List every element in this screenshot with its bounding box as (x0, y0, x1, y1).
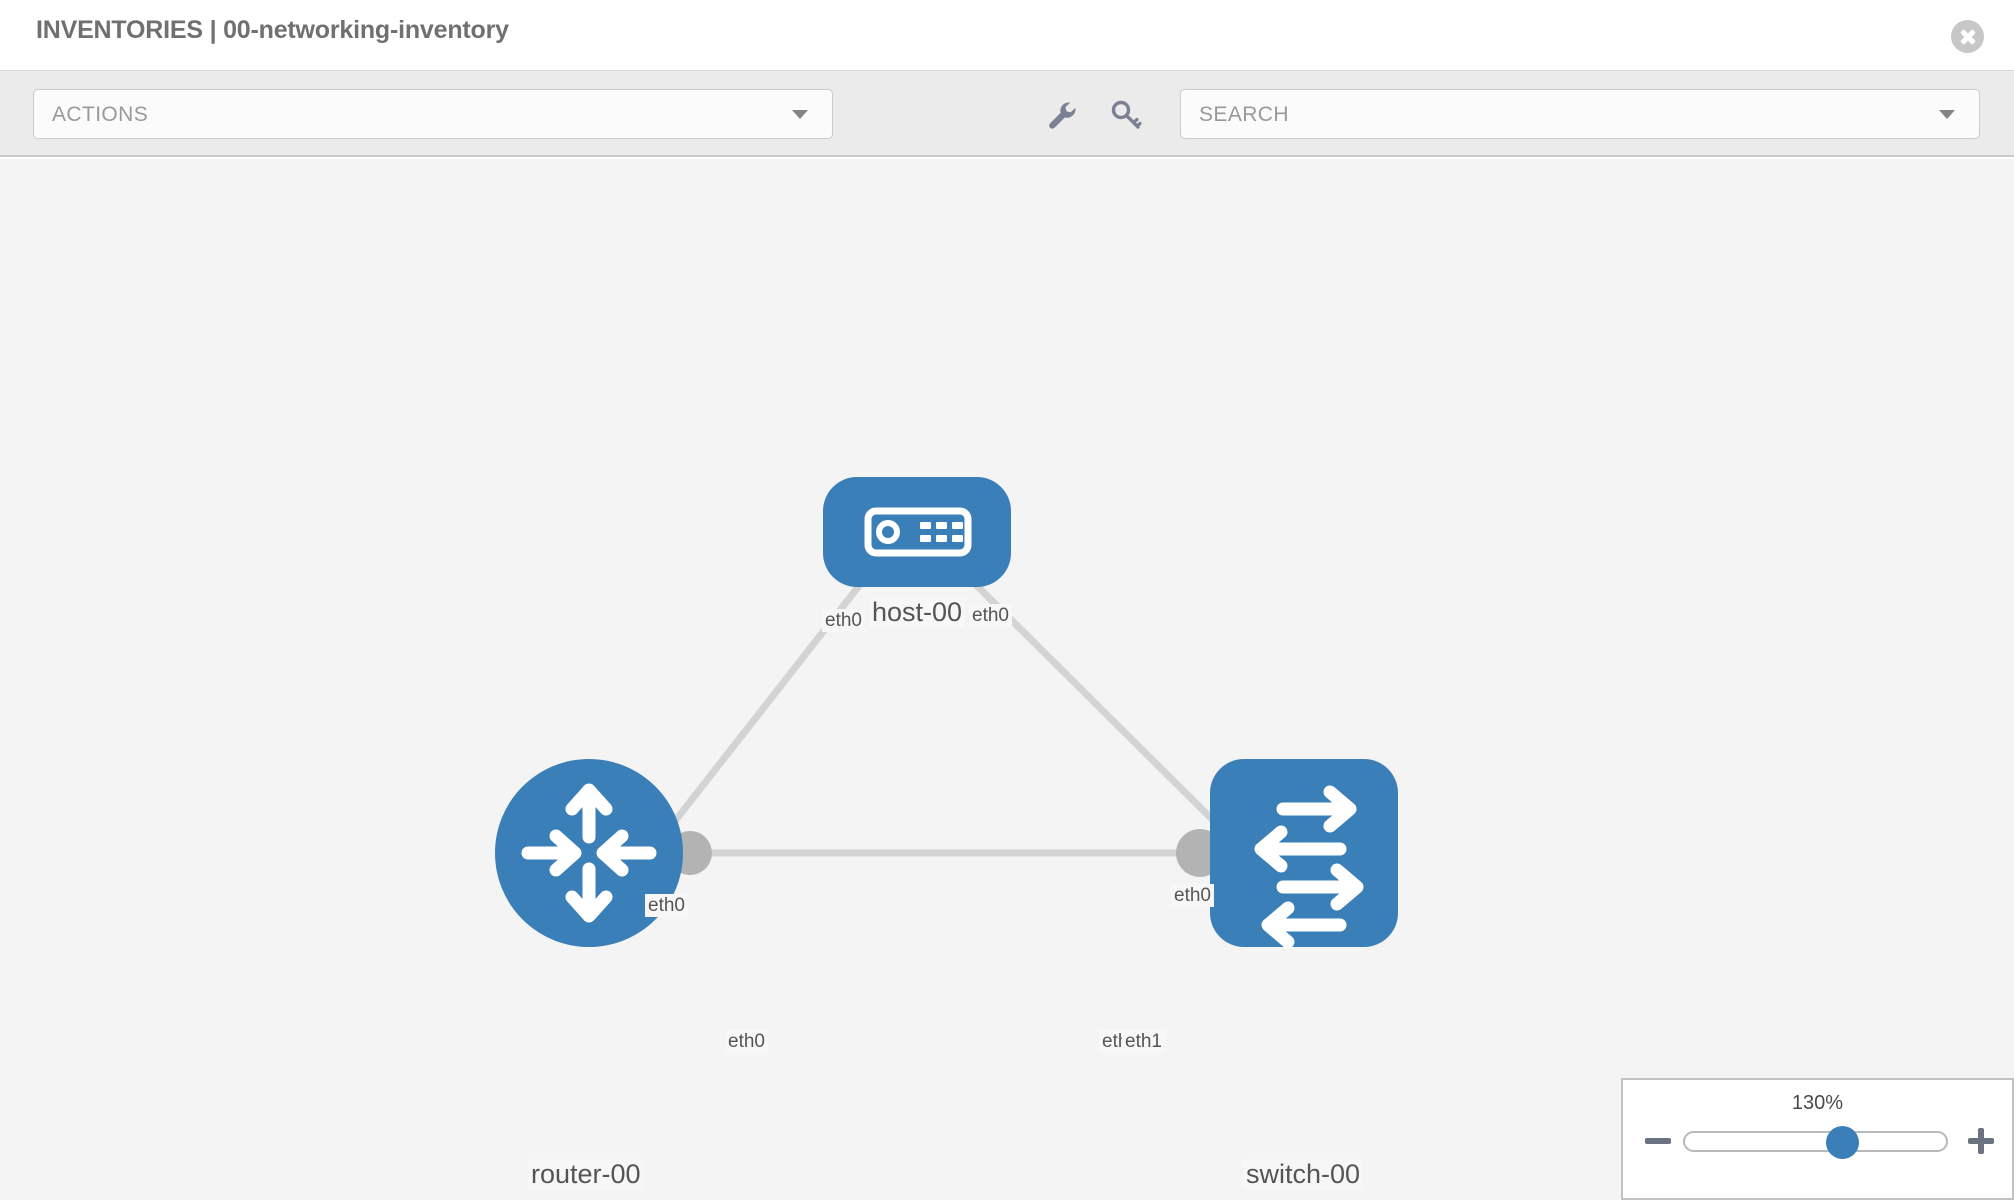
close-icon[interactable] (1951, 20, 1984, 53)
zoom-slider-thumb[interactable] (1825, 1125, 1859, 1159)
interface-label: eth0 (822, 609, 865, 632)
zoom-slider[interactable] (1683, 1125, 1948, 1159)
link-host-router (647, 556, 883, 856)
node-label-host-00: host-00 (869, 597, 966, 628)
wrench-icon[interactable] (1044, 97, 1080, 133)
chevron-down-icon (792, 110, 808, 119)
node-label-router-00: router-00 (528, 1159, 644, 1190)
key-icon[interactable] (1108, 97, 1144, 133)
interface-label: eth0 (1171, 884, 1214, 907)
zoom-in-button[interactable] (1966, 1126, 1996, 1156)
node-host-00[interactable] (823, 477, 1011, 587)
node-router-00[interactable] (495, 759, 683, 947)
node-switch-00[interactable] (1210, 759, 1398, 949)
topology-canvas[interactable]: eth0 host-00 eth0 eth0 eth0 eth0 eth0 et… (0, 159, 2014, 1200)
page-title: INVENTORIES | 00-networking-inventory (36, 16, 509, 44)
link-host-switch (947, 556, 1235, 842)
zoom-control-panel: 130% (1621, 1078, 2014, 1200)
actions-dropdown[interactable]: ACTIONS (33, 89, 833, 139)
topology-graph[interactable] (0, 159, 2014, 1200)
chevron-down-icon[interactable] (1939, 110, 1955, 119)
interface-label: eth0 (725, 1030, 768, 1053)
search-input[interactable]: SEARCH (1180, 89, 1980, 139)
zoom-out-button[interactable] (1643, 1126, 1673, 1156)
interface-label: eth0 (969, 604, 1012, 627)
interface-label: eth0 (645, 894, 688, 917)
interface-label: eth1 (1122, 1030, 1165, 1053)
toolbar: ACTIONS SEARCH (0, 71, 2014, 157)
node-label-switch-00: switch-00 (1243, 1159, 1364, 1190)
zoom-level-value: 130% (1791, 1092, 1844, 1114)
search-placeholder: SEARCH (1199, 103, 1289, 126)
page-header: INVENTORIES | 00-networking-inventory (0, 0, 2014, 71)
actions-dropdown-label: ACTIONS (52, 103, 149, 126)
